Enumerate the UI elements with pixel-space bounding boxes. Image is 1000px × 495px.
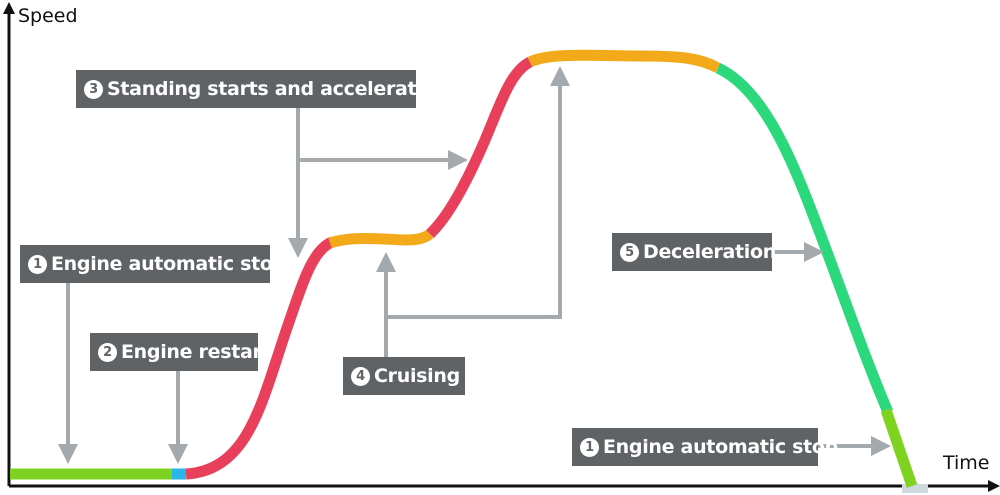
callout-standing-starts: 3 Standing starts and acceleration bbox=[76, 70, 449, 108]
callout-engine-stop-start: 1 Engine automatic stop bbox=[20, 245, 286, 283]
stop-zone-marker bbox=[902, 484, 928, 493]
callout-number-badge: 2 bbox=[98, 342, 117, 362]
callout-number-badge: 1 bbox=[580, 437, 599, 457]
segment-acceleration-1 bbox=[185, 236, 335, 480]
callout-number-badge: 4 bbox=[351, 366, 370, 386]
callout-text: Standing starts and acceleration bbox=[107, 77, 449, 100]
segment-deceleration bbox=[715, 63, 894, 415]
segment-acceleration-2 bbox=[426, 57, 533, 238]
arrow-cruising-up-2 bbox=[386, 66, 570, 319]
callout-number-badge: 1 bbox=[28, 254, 47, 274]
callout-text: Deceleration bbox=[643, 240, 776, 263]
callout-number-badge: 3 bbox=[84, 79, 103, 99]
x-axis-label: Time bbox=[943, 452, 990, 474]
callout-number-badge: 5 bbox=[620, 242, 639, 262]
callout-engine-stop-end: 1 Engine automatic stop bbox=[572, 428, 838, 466]
y-axis-label: Speed bbox=[18, 5, 78, 27]
callout-deceleration: 5 Deceleration bbox=[612, 233, 776, 271]
segment-cruising-2 bbox=[527, 49, 721, 73]
segment-cruising-1 bbox=[328, 229, 434, 249]
segment-engine-stop-final bbox=[880, 408, 918, 488]
callout-cruising: 4 Cruising bbox=[343, 357, 465, 395]
callout-text: Engine automatic stop bbox=[603, 435, 838, 458]
callout-engine-restart: 2 Engine restart bbox=[90, 333, 271, 371]
callout-text: Engine restart bbox=[121, 340, 271, 363]
callout-text: Engine automatic stop bbox=[51, 252, 286, 275]
callout-text: Cruising bbox=[374, 364, 460, 387]
